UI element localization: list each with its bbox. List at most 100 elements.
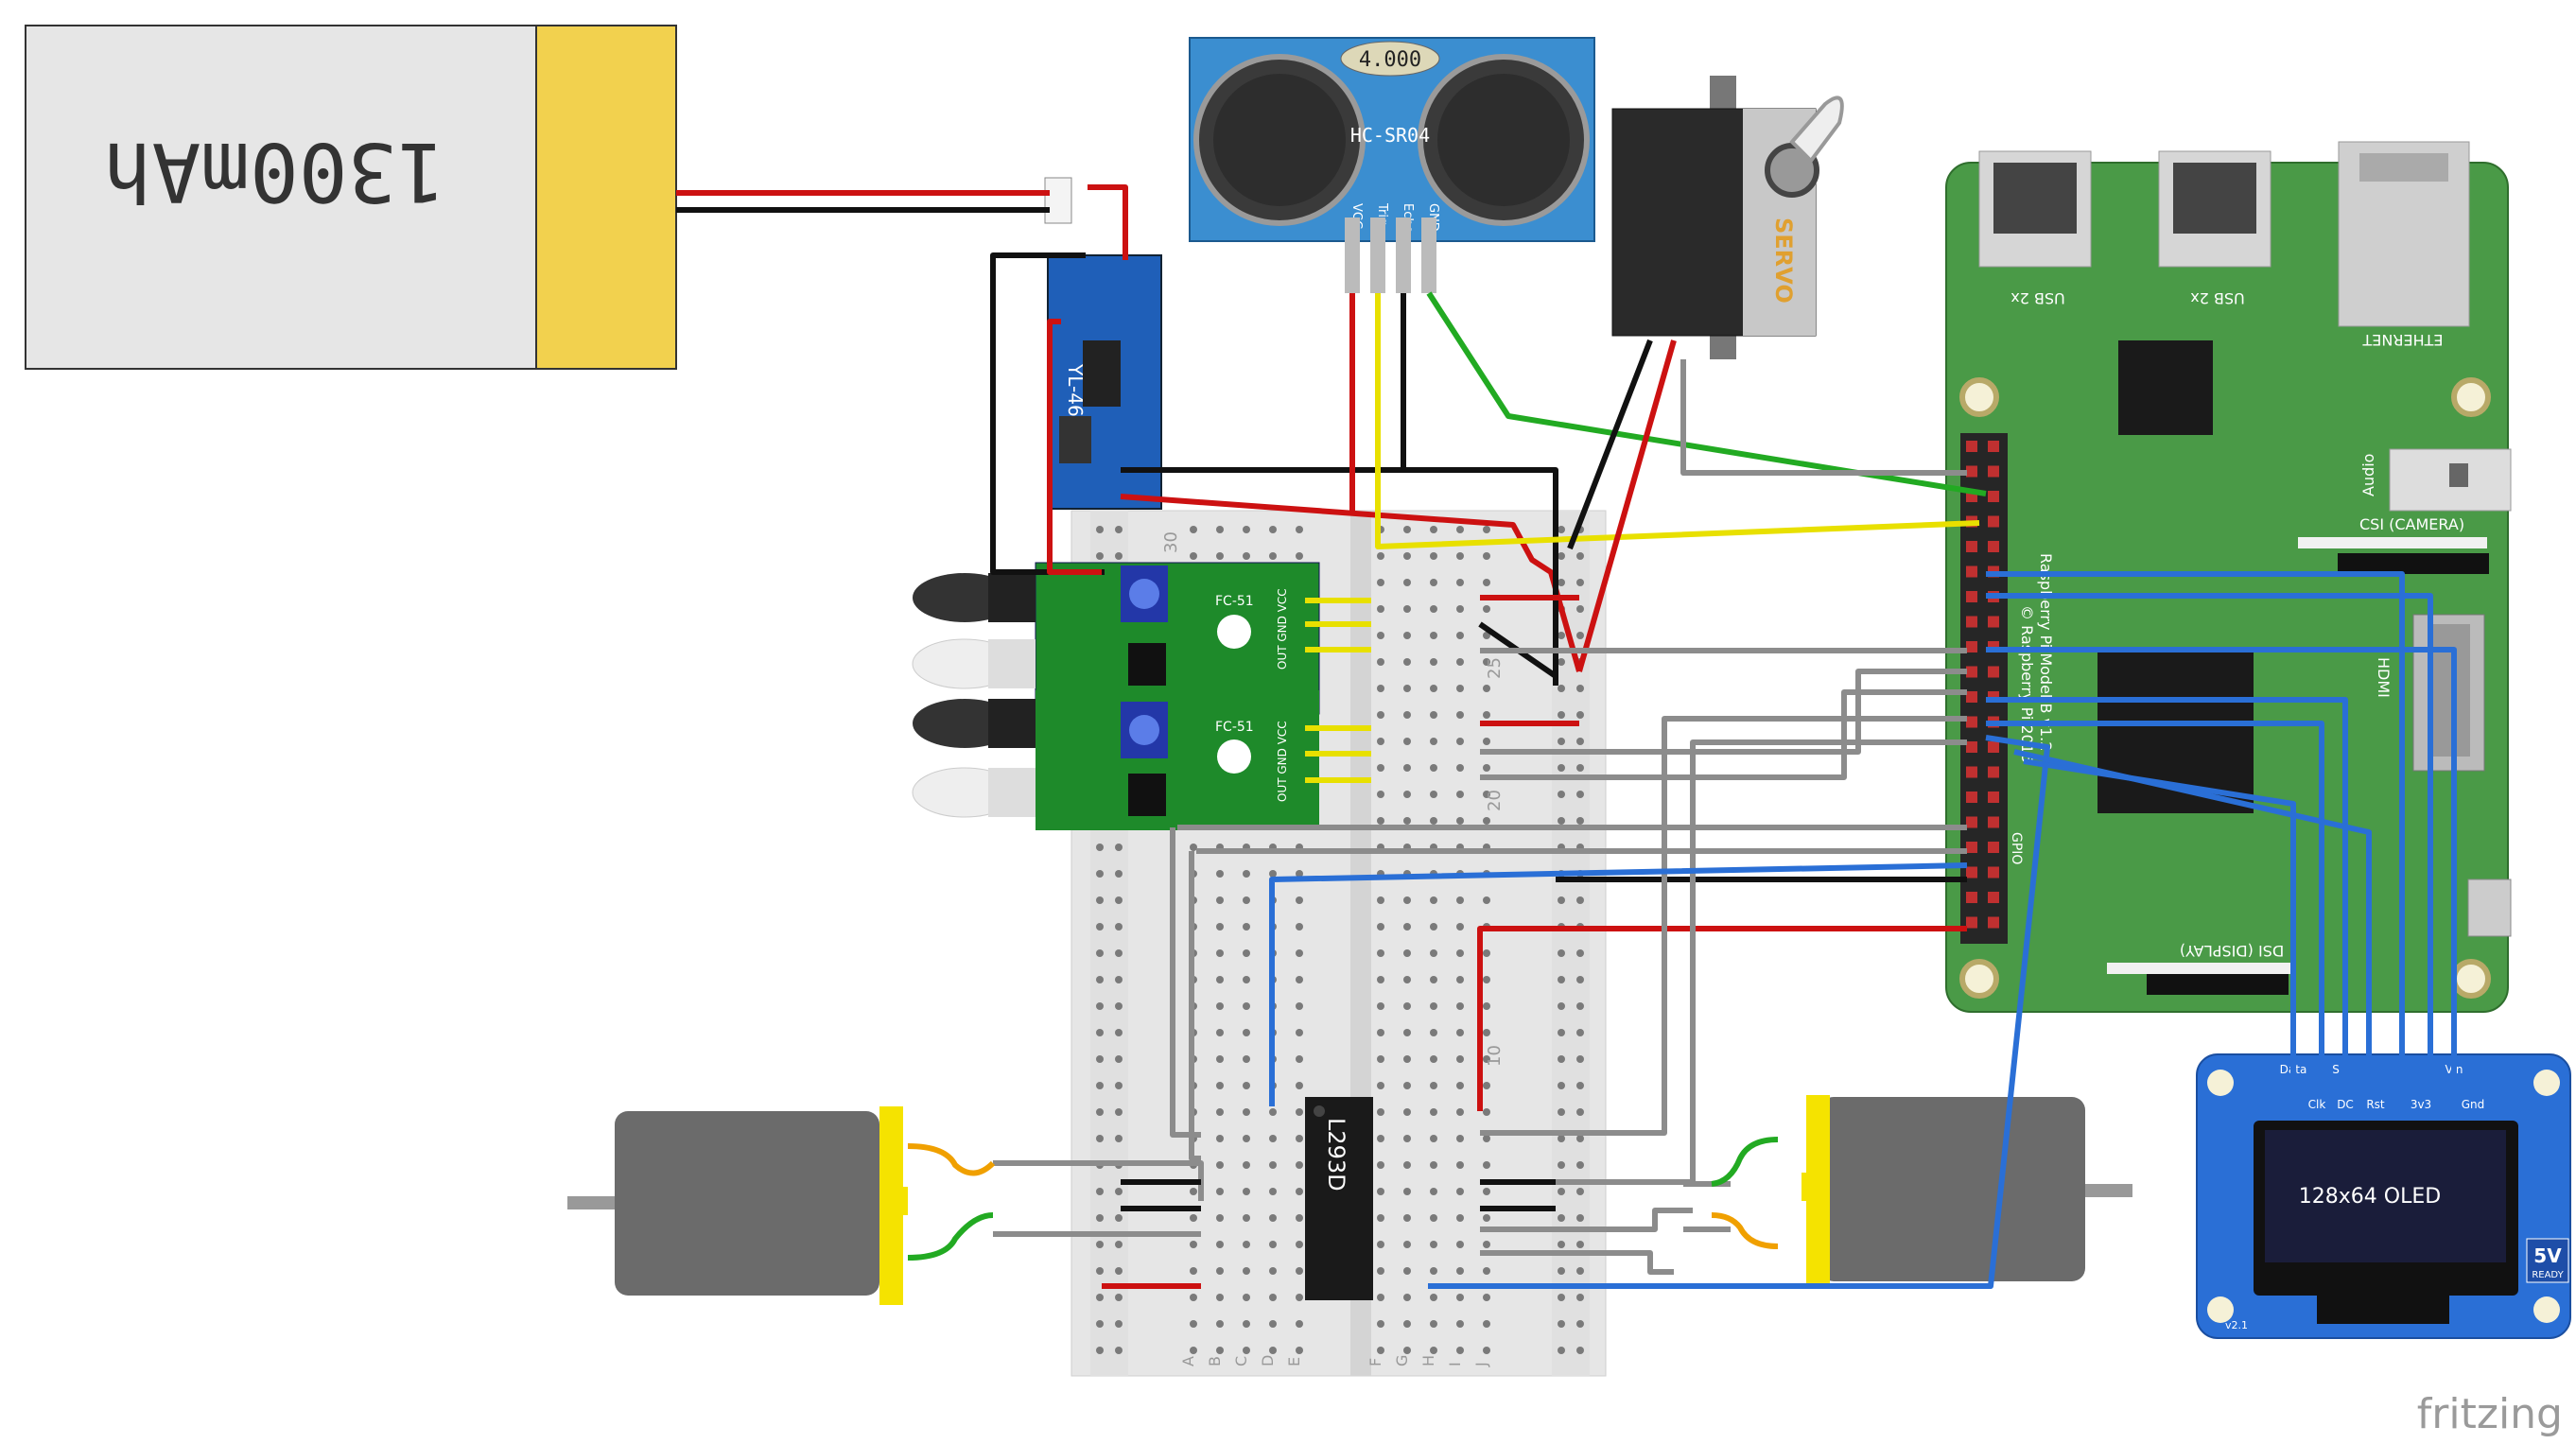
breadboard-hole bbox=[1456, 605, 1464, 613]
wire-blue-oled-7 bbox=[2013, 749, 2372, 1083]
breadboard-hole bbox=[1403, 1294, 1411, 1301]
breadboard-hole bbox=[1190, 844, 1197, 851]
breadboard-hole bbox=[1216, 1214, 1224, 1222]
breadboard-hole bbox=[1456, 1241, 1464, 1248]
breadboard-hole bbox=[1558, 1241, 1565, 1248]
breadboard-hole bbox=[1558, 1161, 1565, 1169]
breadboard-hole bbox=[1456, 738, 1464, 745]
pi-model-line2: © Raspberry Pi 2015 bbox=[2018, 605, 2036, 763]
breadboard-hole bbox=[1558, 949, 1565, 957]
breadboard-row-30: 30 bbox=[1161, 531, 1181, 553]
csi-label: CSI (CAMERA) bbox=[2359, 515, 2464, 533]
breadboard-hole bbox=[1296, 526, 1303, 533]
ultrasonic-sensor: 4.000 HC-SR04 VCC Trig Echo GND bbox=[1189, 37, 1595, 293]
wire-mr-orange bbox=[1711, 1212, 1779, 1249]
breadboard-hole bbox=[1096, 1267, 1104, 1275]
breadboard-hole bbox=[1243, 1135, 1250, 1142]
breadboard-hole bbox=[1296, 1347, 1303, 1354]
breadboard-hole bbox=[1576, 605, 1584, 613]
breadboard-hole bbox=[1243, 552, 1250, 560]
breadboard-hole bbox=[1216, 896, 1224, 904]
breadboard-hole bbox=[1558, 685, 1565, 692]
breadboard-hole bbox=[1216, 1108, 1224, 1116]
breadboard-hole bbox=[1558, 738, 1565, 745]
breadboard-hole bbox=[1558, 817, 1565, 825]
breadboard-hole bbox=[1576, 1267, 1584, 1275]
breadboard-hole bbox=[1456, 685, 1464, 692]
wire-charger-red-2 bbox=[1047, 319, 1102, 575]
wire-gray-6 bbox=[1480, 716, 1967, 1136]
charger-label: YL-46 bbox=[1064, 363, 1087, 417]
breadboard-hole bbox=[1190, 526, 1197, 533]
breadboard-hole bbox=[1403, 658, 1411, 666]
breadboard-hole bbox=[1558, 1214, 1565, 1222]
breadboard-hole bbox=[1483, 605, 1490, 613]
ultrasonic-display: 4.000 bbox=[1359, 48, 1421, 72]
breadboard-hole bbox=[1558, 579, 1565, 586]
breadboard-hole bbox=[1269, 1135, 1277, 1142]
breadboard-hole bbox=[1243, 1320, 1250, 1328]
breadboard-hole bbox=[1558, 711, 1565, 719]
breadboard-hole bbox=[1377, 1320, 1384, 1328]
breadboard-hole bbox=[1096, 949, 1104, 957]
breadboard-hole bbox=[1403, 1241, 1411, 1248]
breadboard-hole bbox=[1430, 1108, 1437, 1116]
breadboard-hole bbox=[1576, 711, 1584, 719]
breadboard-hole bbox=[1216, 526, 1224, 533]
breadboard-hole bbox=[1456, 579, 1464, 586]
breadboard-hole bbox=[1430, 1055, 1437, 1063]
breadboard-hole bbox=[1296, 1214, 1303, 1222]
breadboard-hole bbox=[1576, 1188, 1584, 1195]
wire-charger-out-red bbox=[1120, 494, 1582, 672]
breadboard-hole bbox=[1190, 1294, 1197, 1301]
breadboard-hole bbox=[1115, 1055, 1123, 1063]
col-letter: G bbox=[1393, 1355, 1411, 1366]
breadboard-hole bbox=[1456, 526, 1464, 533]
breadboard-hole bbox=[1377, 949, 1384, 957]
breadboard-hole bbox=[1096, 976, 1104, 983]
breadboard-hole bbox=[1576, 1108, 1584, 1116]
gpio-pin bbox=[1966, 591, 1977, 602]
breadboard-hole bbox=[1216, 1082, 1224, 1089]
wire-charger-out-black bbox=[1121, 467, 1558, 686]
breadboard-hole bbox=[1115, 526, 1123, 533]
breadboard-hole bbox=[1430, 764, 1437, 772]
breadboard-hole bbox=[1269, 1214, 1277, 1222]
breadboard-hole bbox=[1483, 1320, 1490, 1328]
breadboard-hole bbox=[1269, 1294, 1277, 1301]
breadboard-hole bbox=[1096, 1241, 1104, 1248]
ir2-pins: OUT GND VCC bbox=[1276, 721, 1289, 802]
fritzing-watermark: fritzing bbox=[2417, 1390, 2563, 1438]
breadboard-hole bbox=[1456, 632, 1464, 639]
breadboard-hole bbox=[1216, 1002, 1224, 1010]
breadboard-hole bbox=[1456, 1161, 1464, 1169]
wire-blue-oled-gnd bbox=[1428, 735, 2050, 1289]
breadboard-hole bbox=[1243, 1002, 1250, 1010]
breadboard-hole bbox=[1430, 526, 1437, 533]
breadboard-hole bbox=[1115, 923, 1123, 931]
wire-blue-enable bbox=[1269, 862, 1968, 1106]
breadboard-hole bbox=[1216, 1135, 1224, 1142]
breadboard-hole bbox=[1377, 685, 1384, 692]
breadboard-hole bbox=[1403, 1135, 1411, 1142]
breadboard-hole bbox=[1430, 1241, 1437, 1248]
breadboard-hole bbox=[1243, 870, 1250, 878]
breadboard-hole bbox=[1377, 711, 1384, 719]
breadboard-hole bbox=[1456, 711, 1464, 719]
breadboard-hole bbox=[1483, 1082, 1490, 1089]
breadboard-hole bbox=[1576, 1002, 1584, 1010]
breadboard-hole bbox=[1403, 552, 1411, 560]
breadboard-hole bbox=[1430, 1214, 1437, 1222]
breadboard-hole bbox=[1269, 1347, 1277, 1354]
gpio-pin bbox=[1988, 616, 1999, 628]
wire-blue-oled-1 bbox=[1986, 571, 2405, 1083]
breadboard-hole bbox=[1483, 711, 1490, 719]
breadboard-hole bbox=[1296, 1188, 1303, 1195]
wire-ml-green bbox=[907, 1212, 994, 1261]
breadboard-hole bbox=[1558, 1029, 1565, 1036]
breadboard-hole bbox=[1115, 1320, 1123, 1328]
gpio-pin bbox=[1988, 515, 1999, 528]
gpio-pin bbox=[1988, 491, 1999, 502]
breadboard-hole bbox=[1576, 817, 1584, 825]
breadboard-hole bbox=[1430, 896, 1437, 904]
